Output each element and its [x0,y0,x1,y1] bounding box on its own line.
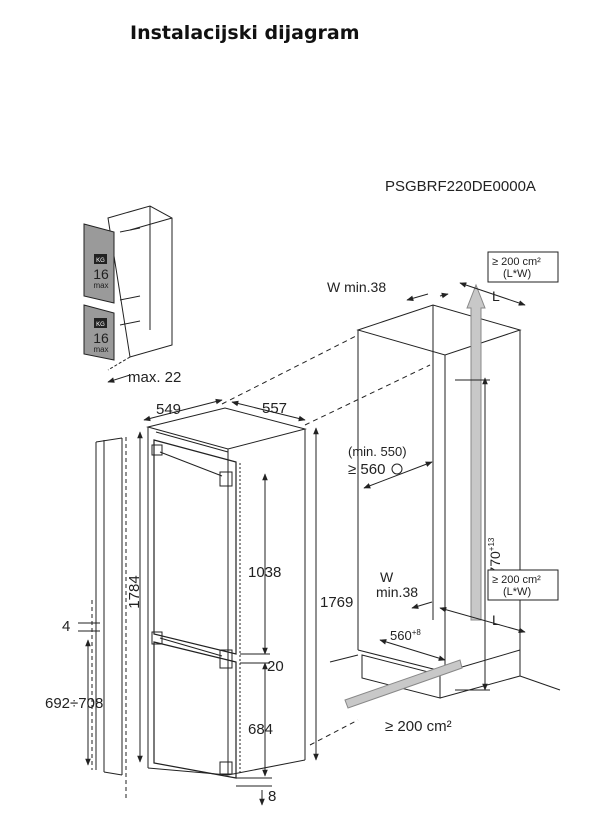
dim-height-body: 1769 [320,594,353,611]
gap-max-label: max. 22 [128,369,181,386]
vent-top-lw: (L*W) [503,268,531,280]
niche-width-tol: +8 [412,628,422,637]
weight-icon-upper [94,254,107,264]
door-load-inset [107,205,173,383]
l-top-label: L [492,288,500,304]
model-code: PSGBRF220DE0000A [385,178,536,195]
weight-icon-lower [94,318,107,328]
weight-icon-lower-text: KG [96,322,105,328]
vent-mid-label: ≥ 200 cm² [492,574,541,586]
vent-bottom-label: ≥ 200 cm² [385,718,452,735]
appliance-dimensions [85,398,319,806]
dim-door-height-range: 692÷708 [45,695,103,712]
niche-width-value: 560 [390,628,412,643]
load-value-lower: 16 [93,330,109,346]
weight-icon-upper-text: KG [96,258,105,264]
dim-lower-door: 684 [248,721,273,738]
niche-height-tol: +13 [487,537,496,551]
dim-door-gap: 20 [267,658,284,675]
dim-door-offset: 4 [62,618,70,635]
dim-height-total: 1784 [126,575,143,608]
dim-upper-door: 1038 [248,564,281,581]
smiley-icon [391,463,403,475]
dim-depth: 549 [156,401,181,418]
door-panel-lower: KG 16 max [83,304,115,361]
page-title: Instalacijski dijagram [130,22,360,44]
door-profile [78,437,127,800]
vent-top-label: ≥ 200 cm² [492,256,541,268]
w-min-top-label: W min.38 [327,279,386,295]
load-unit-lower: max [93,345,108,354]
dim-width: 557 [262,400,287,417]
depth-min-old: (min. 550) [348,444,407,459]
projection-lines [221,334,431,746]
niche-width-label: 560+8 [390,628,421,643]
depth-min: ≥ 560 [348,461,385,478]
vent-mid-lw: (L*W) [503,586,531,598]
w-label: W [380,569,394,585]
w-min-mid-label: min.38 [376,584,418,600]
load-unit-upper: max [93,281,108,290]
door-panel-upper: KG 16 max [83,223,115,304]
niche-cabinet [329,304,561,699]
appliance-body [146,407,307,779]
niche-dimensions [363,282,526,691]
dim-bottom: 8 [268,788,276,805]
vent-arrow-in [344,659,463,709]
vent-mid-box [487,569,559,601]
load-value-upper: 16 [93,266,109,282]
vent-arrow-up [466,283,486,621]
vent-top-box [487,251,559,283]
l-mid-label: L [492,612,500,628]
